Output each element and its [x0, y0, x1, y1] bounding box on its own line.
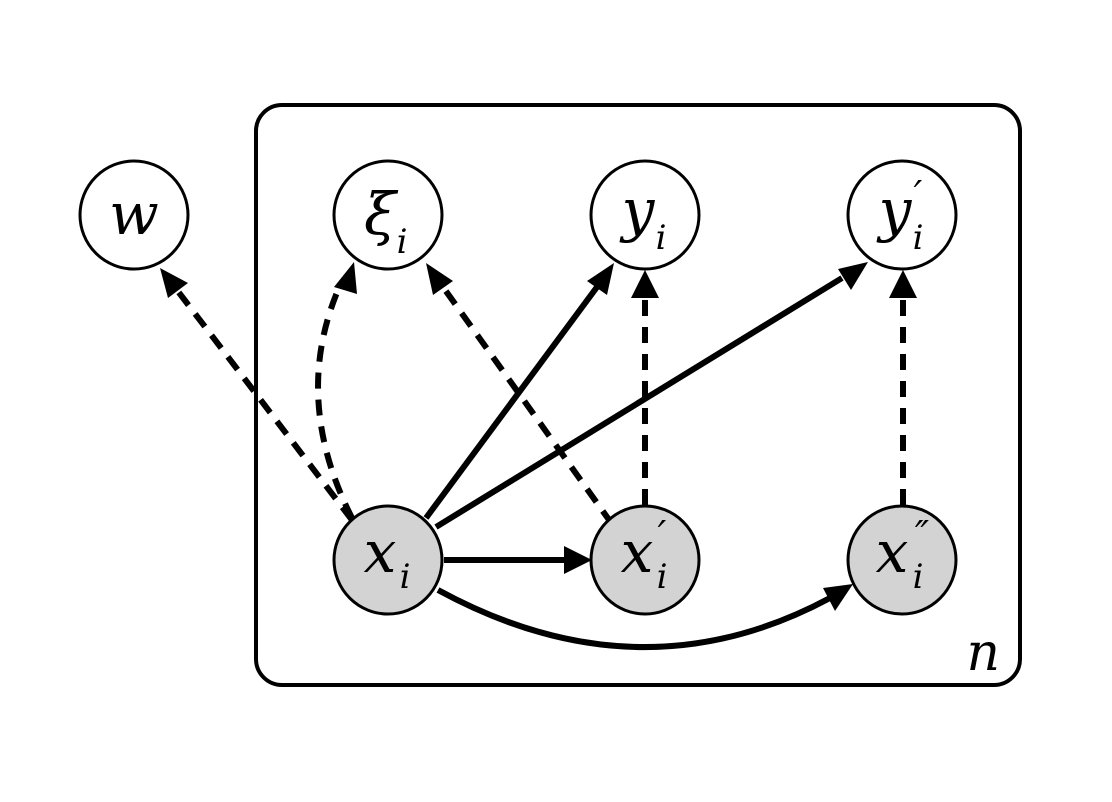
edge-x-to-xp [444, 546, 592, 574]
edge-x-to-y [423, 263, 614, 520]
node-x-double-prime: x ″ i [846, 504, 958, 616]
node-x: x i [332, 504, 444, 616]
edge-xpp-to-yp [889, 270, 917, 505]
edge-x-to-yp [434, 262, 868, 530]
node-x-double-prime-subscript: i [913, 557, 924, 597]
node-xi: ξ i [332, 159, 444, 271]
node-xi-symbol: ξ [364, 180, 399, 248]
node-xi-subscript: i [397, 222, 408, 262]
node-x-prime-mark: ′ [658, 513, 667, 557]
node-x-double-prime-mark: ″ [915, 513, 929, 557]
edge-x-to-w [160, 268, 355, 522]
node-y-prime-mark: ′ [914, 173, 923, 217]
node-y-subscript: i [656, 218, 667, 258]
edge-x-to-xi [315, 262, 357, 520]
edge-xp-to-xi [426, 263, 615, 526]
node-x-double-prime-symbol: x [876, 518, 909, 586]
node-y-prime-subscript: i [913, 218, 924, 258]
node-w-symbol: w [109, 180, 159, 248]
node-y-prime: y ′ i [846, 159, 958, 271]
edge-x-to-xpp [436, 584, 853, 651]
node-x-prime-symbol: x [621, 518, 654, 586]
edge-xp-to-y [631, 270, 659, 505]
node-y: y i [589, 159, 701, 271]
node-x-subscript: i [400, 557, 411, 597]
node-x-symbol: x [364, 518, 397, 586]
node-x-prime: x ′ i [589, 504, 701, 616]
node-w: w [78, 159, 190, 271]
plate-box [254, 103, 1022, 687]
node-y-prime-symbol: y [876, 176, 913, 244]
plate-label: n [967, 623, 1001, 683]
node-y-symbol: y [619, 176, 656, 244]
node-x-prime-subscript: i [657, 557, 668, 597]
